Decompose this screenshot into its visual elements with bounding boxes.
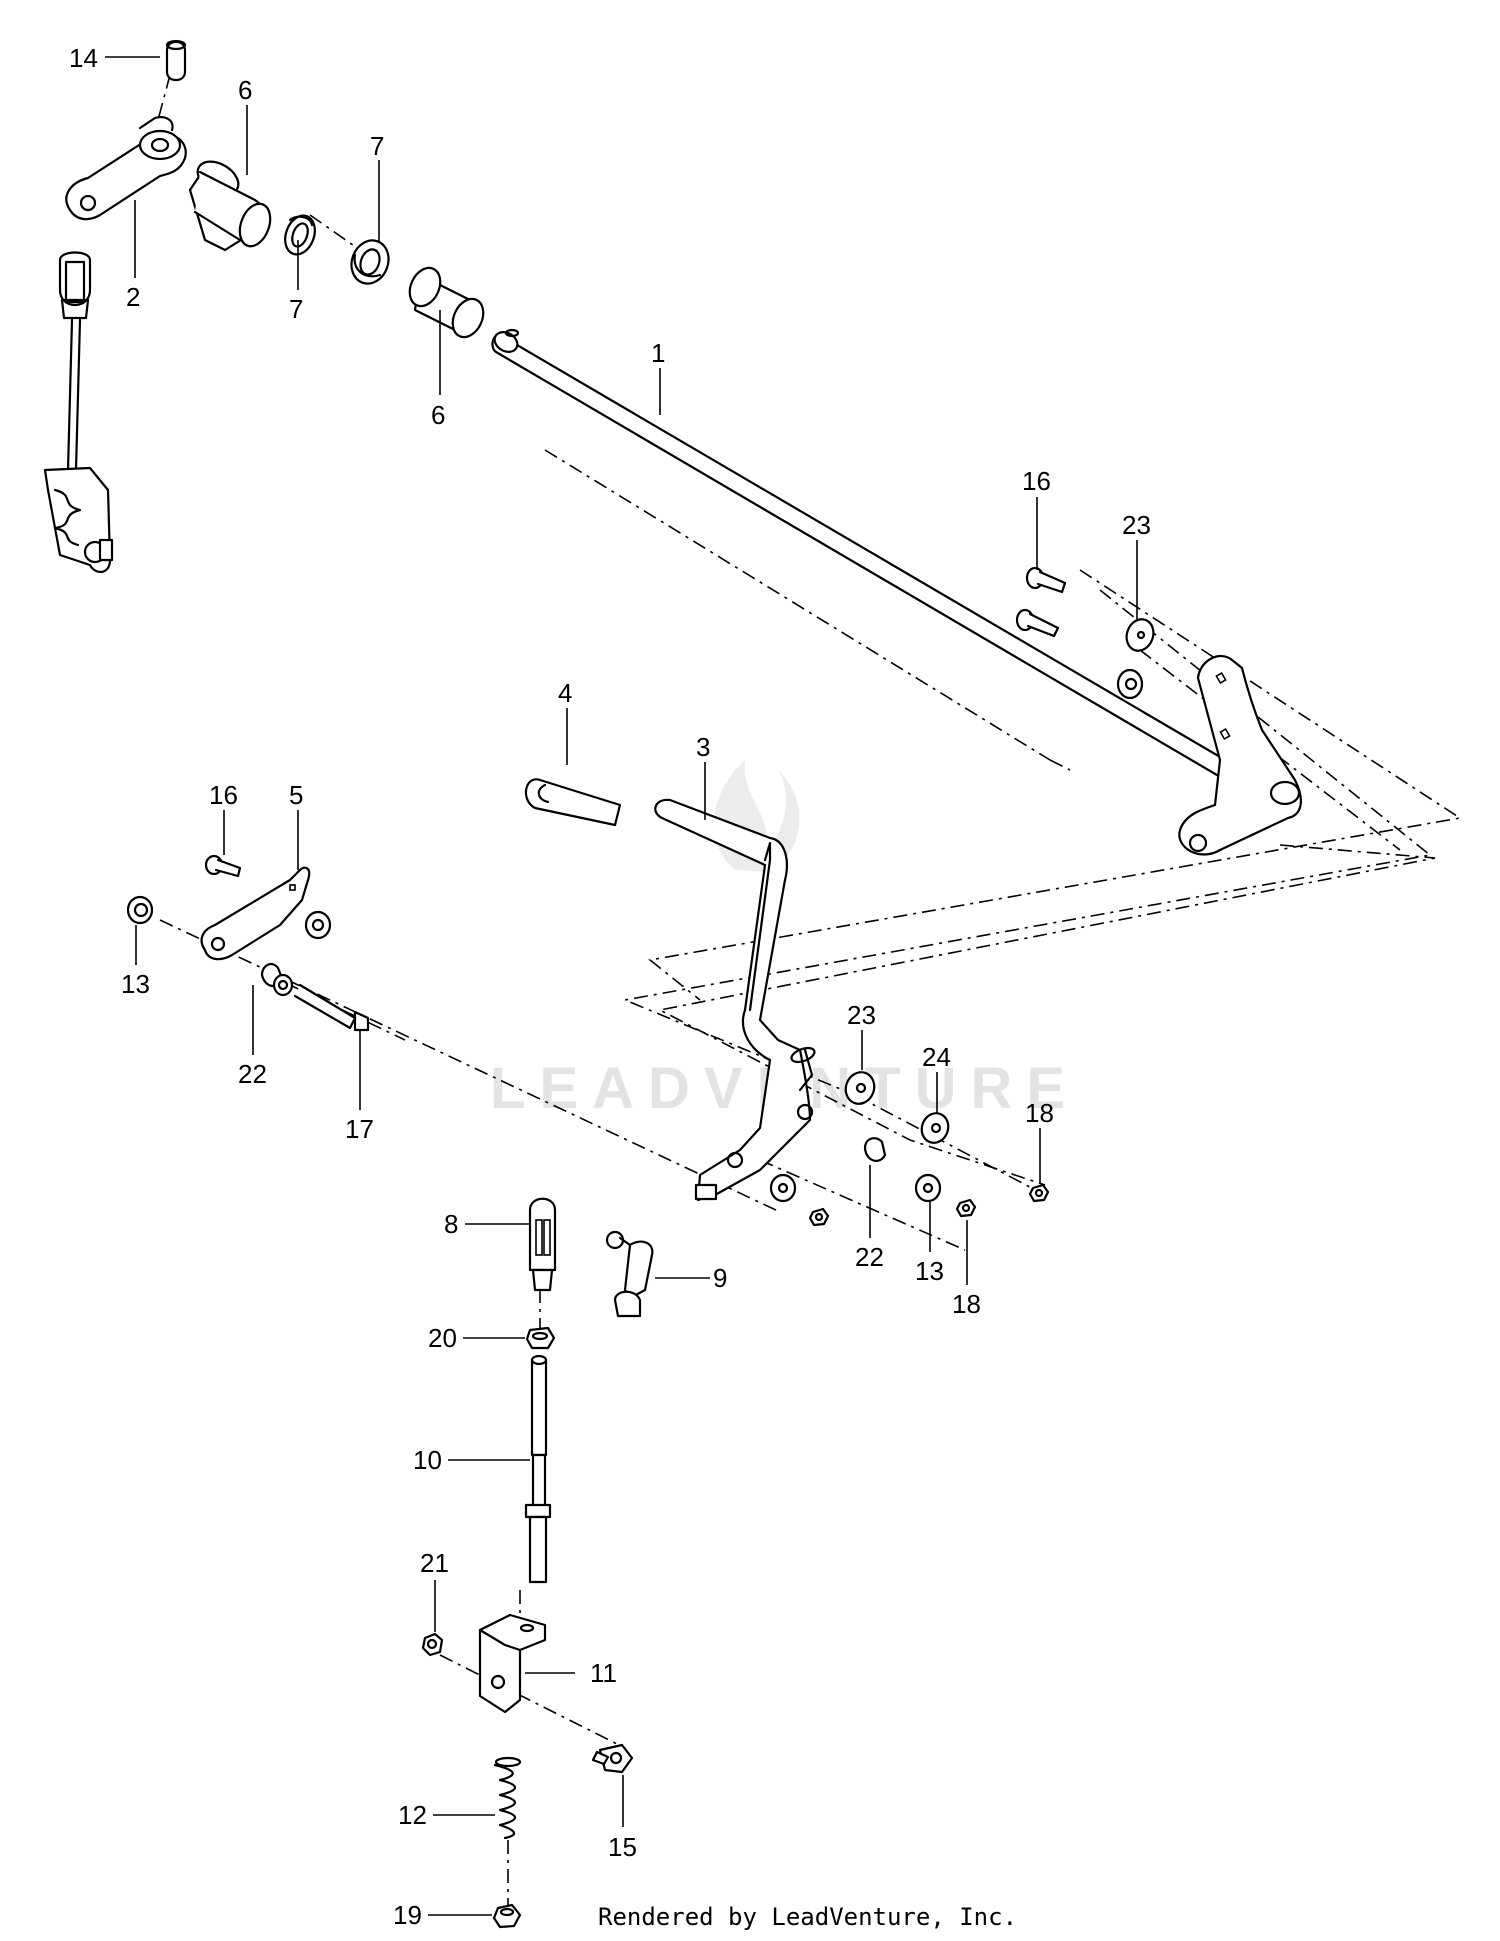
callout-23-lower: 23 xyxy=(847,1000,876,1030)
shaft-end-bracket xyxy=(1178,654,1302,856)
callout-19: 19 xyxy=(393,1900,422,1930)
part-13-washer-left xyxy=(126,895,154,925)
callout-3: 3 xyxy=(696,732,710,762)
callout-13-right: 13 xyxy=(915,1256,944,1286)
callout-10: 10 xyxy=(413,1445,442,1475)
part-18-nut-right xyxy=(1028,1183,1050,1203)
callout-20: 20 xyxy=(428,1323,457,1353)
part-23-washer-lower xyxy=(844,1071,876,1105)
callout-17: 17 xyxy=(345,1114,374,1144)
part-11-bracket xyxy=(478,1613,547,1714)
part-21-nut xyxy=(421,1632,444,1657)
part-13-washer-right xyxy=(914,1173,942,1203)
callout-16-upper: 16 xyxy=(1022,466,1051,496)
part-24-washer xyxy=(920,1112,950,1144)
part-22-clip-right xyxy=(863,1137,887,1162)
part-18-nut-lower xyxy=(955,1198,977,1218)
callout-23-upper: 23 xyxy=(1122,510,1151,540)
callout-16-left: 16 xyxy=(209,780,238,810)
pedal-nut xyxy=(808,1207,830,1227)
part-3-pedal-lever xyxy=(654,798,816,1202)
part-15-bolt xyxy=(591,1743,634,1774)
callout-18-right: 18 xyxy=(1025,1098,1054,1128)
part-14-pin xyxy=(165,39,187,82)
callout-22-right: 22 xyxy=(855,1242,884,1272)
callout-7-right: 7 xyxy=(370,131,384,161)
leader-lines xyxy=(105,56,1138,1916)
part-10-rod xyxy=(524,1354,552,1584)
part-6-bushing-upper xyxy=(188,160,272,252)
footer-credit: Rendered by LeadVenture, Inc. xyxy=(598,1903,1018,1931)
callout-labels: 14 6 2 7 7 6 1 16 23 4 3 16 5 13 22 17 2… xyxy=(69,43,1151,1930)
callout-6-upper: 6 xyxy=(238,75,252,105)
callout-18-lower: 18 xyxy=(952,1289,981,1319)
callout-5: 5 xyxy=(289,780,303,810)
callout-13-left: 13 xyxy=(121,969,150,999)
part-1-shaft xyxy=(491,328,1287,814)
part-20-nut xyxy=(525,1326,556,1350)
assembly-lines xyxy=(157,74,1463,1905)
part-2-lever-arm xyxy=(65,116,187,221)
part-16-bolt-left xyxy=(204,854,242,878)
part-19-nut xyxy=(492,1903,522,1929)
callout-12: 12 xyxy=(398,1800,427,1830)
pedal-washer xyxy=(769,1173,797,1203)
callout-2: 2 xyxy=(126,282,140,312)
callout-7-left: 7 xyxy=(289,294,303,324)
part-23-washer-upper xyxy=(1116,618,1155,700)
callout-11: 11 xyxy=(590,1658,617,1688)
part-4-grip xyxy=(524,778,622,827)
callout-14: 14 xyxy=(69,43,98,73)
part-12-spring xyxy=(493,1756,522,1840)
part-7-washer-left xyxy=(284,214,316,256)
callout-6-lower: 6 xyxy=(431,400,445,430)
callout-22-left: 22 xyxy=(238,1059,267,1089)
callout-8: 8 xyxy=(444,1209,458,1239)
callout-4: 4 xyxy=(558,678,572,708)
part-17-bolt xyxy=(272,973,370,1032)
callout-9: 9 xyxy=(713,1263,727,1293)
part-8-clevis xyxy=(528,1197,557,1292)
callout-21: 21 xyxy=(420,1548,449,1578)
callout-15: 15 xyxy=(608,1832,637,1862)
part-6-bushing-lower xyxy=(408,266,485,339)
part-7-washer-right xyxy=(350,239,390,285)
part-9-bracket xyxy=(605,1230,654,1318)
part-5-lever-plate xyxy=(200,866,332,961)
callout-1: 1 xyxy=(651,338,665,368)
callout-24: 24 xyxy=(922,1042,951,1072)
spring-linkage xyxy=(43,251,114,573)
part-16-bolt-upper xyxy=(1015,566,1067,638)
